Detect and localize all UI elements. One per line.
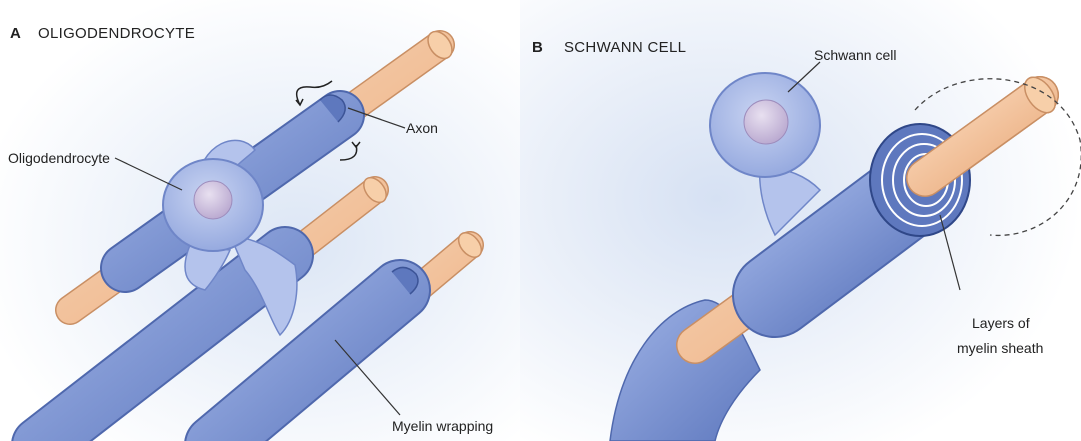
label-layers-line2: myelin sheath xyxy=(957,340,1043,356)
schwann-cell-illustration: B SCHWANN CELL Schwann cell Layers of my… xyxy=(520,0,1081,441)
label-myelin-wrapping: Myelin wrapping xyxy=(392,418,493,434)
panel-schwann-cell: B SCHWANN CELL Schwann cell Layers of my… xyxy=(520,0,1081,441)
oligodendrocyte-cell-body xyxy=(163,159,263,251)
panel-a-title: OLIGODENDROCYTE xyxy=(38,25,195,42)
label-oligodendrocyte: Oligodendrocyte xyxy=(8,150,110,166)
panel-b-letter: B xyxy=(532,39,543,56)
label-schwann-cell: Schwann cell xyxy=(814,47,897,63)
label-axon: Axon xyxy=(406,120,438,136)
panel-a-letter: A xyxy=(10,25,21,42)
panel-b-title: SCHWANN CELL xyxy=(564,39,686,56)
oligodendrocyte-illustration: A OLIGODENDROCYTE Oligodendrocyte Axon M… xyxy=(0,0,540,441)
label-layers-line1: Layers of xyxy=(972,315,1030,331)
background-glow xyxy=(520,0,1081,441)
panel-oligodendrocyte: A OLIGODENDROCYTE Oligodendrocyte Axon M… xyxy=(0,0,540,441)
